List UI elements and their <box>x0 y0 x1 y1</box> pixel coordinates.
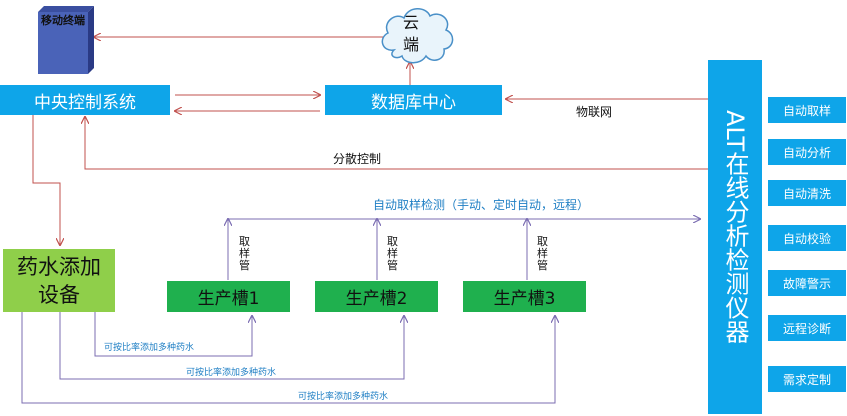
mobile-box-front <box>38 12 88 74</box>
sampling-tube-label-2: 取样管 <box>387 235 398 272</box>
production-tank-1: 生产槽1 <box>167 281 290 312</box>
database-center: 数据库中心 <box>325 85 502 115</box>
cloud-label: 云端 <box>402 13 419 54</box>
mobile-box-top <box>38 6 94 12</box>
dosing-line-tank1 <box>94 312 252 357</box>
feature-custom-demand: 需求定制 <box>768 366 846 392</box>
central-control-system: 中央控制系统 <box>0 85 170 115</box>
production-tank-3: 生产槽3 <box>463 281 586 312</box>
alt-analyzer: ALT在线分析检测仪器 <box>708 60 762 414</box>
iot-label: 物联网 <box>576 105 613 119</box>
ratio-dosing-label-2: 可按比率添加多种药水 <box>186 368 277 378</box>
mobile-box-side <box>88 6 94 74</box>
dosing-equipment: 药水添加设备 <box>3 249 115 312</box>
cloud-shape <box>381 8 454 64</box>
arrow-central-to-dosing <box>32 115 60 245</box>
feature-auto-sampling: 自动取样 <box>768 97 846 123</box>
feature-fault-alarm: 故障警示 <box>768 270 846 296</box>
sampling-tube-label-1: 取样管 <box>239 235 250 272</box>
distributed-control-label: 分散控制 <box>333 152 382 166</box>
auto-sampling-label: 自动取样检测（手动、定时自动，远程） <box>373 198 590 212</box>
sampling-tube-label-3: 取样管 <box>537 235 548 272</box>
ratio-dosing-label-3: 可按比率添加多种药水 <box>298 392 389 402</box>
feature-auto-analysis: 自动分析 <box>768 139 846 165</box>
feature-auto-cleaning: 自动清洗 <box>768 180 846 206</box>
dosing-line-tank3 <box>21 312 555 404</box>
ratio-dosing-label-1: 可按比率添加多种药水 <box>104 343 195 353</box>
feature-auto-calibration: 自动校验 <box>768 225 846 251</box>
arrow-analyzer-to-central <box>85 117 708 170</box>
feature-remote-diagnosis: 远程诊断 <box>768 315 846 341</box>
mobile-terminal: 移动终端 <box>41 14 85 27</box>
alt-analyzer-label: ALT在线分析检测仪器 <box>721 110 749 344</box>
production-tank-2: 生产槽2 <box>315 281 438 312</box>
dosing-line-tank2 <box>59 312 404 380</box>
